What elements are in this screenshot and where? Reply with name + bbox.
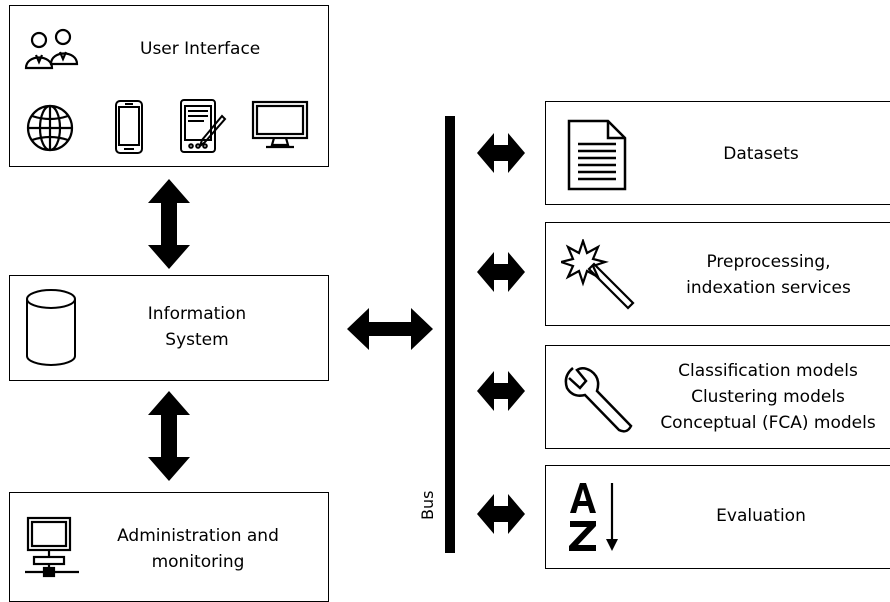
double-arrow-ui-is: [148, 179, 190, 269]
user-interface-box: User Interface: [9, 5, 329, 167]
information-system-line: Information: [147, 304, 247, 324]
double-arrow-bus-preprocessing: [477, 252, 525, 292]
evaluation-label: Evaluation: [696, 503, 826, 529]
magic-wand-icon: [561, 239, 637, 315]
monitor-icon: [250, 99, 310, 151]
preprocessing-line: Preprocessing,: [706, 252, 831, 272]
datasets-label: Datasets: [696, 141, 826, 167]
models-line: Clustering models: [691, 387, 845, 407]
smartphone-icon: [114, 99, 144, 155]
information-system-label: Information System: [122, 301, 272, 353]
bus-label: Bus: [418, 490, 437, 520]
network-computer-icon: [22, 515, 82, 581]
evaluation-line: Evaluation: [716, 506, 806, 526]
preprocessing-line: indexation services: [686, 278, 851, 298]
tablet-pen-icon: [178, 98, 228, 156]
models-line: Classification models: [678, 361, 858, 381]
wrench-icon: [561, 364, 637, 434]
database-cylinder-icon: [24, 288, 78, 368]
models-label: Classification models Clustering models …: [638, 358, 890, 436]
double-arrow-bus-evaluation: [477, 494, 525, 534]
models-box: Classification models Clustering models …: [545, 345, 890, 449]
preprocessing-box: Preprocessing, indexation services: [545, 222, 890, 326]
double-arrow-is-admin: [148, 391, 190, 481]
datasets-line: Datasets: [723, 144, 799, 164]
administration-box: Administration and monitoring: [9, 492, 329, 602]
preprocessing-label: Preprocessing, indexation services: [646, 249, 890, 301]
bus-bar: [445, 116, 455, 553]
globe-icon: [25, 103, 75, 153]
user-interface-label: User Interface: [140, 39, 261, 59]
administration-line: monitoring: [151, 552, 245, 572]
sort-az-icon: [566, 479, 626, 553]
administration-line: Administration and: [117, 526, 279, 546]
administration-label: Administration and monitoring: [98, 523, 298, 575]
models-line: Conceptual (FCA) models: [660, 413, 876, 433]
datasets-box: Datasets: [545, 101, 890, 205]
double-arrow-is-bus: [347, 308, 433, 350]
information-system-line: System: [165, 330, 229, 350]
information-system-box: Information System: [9, 275, 329, 381]
double-arrow-bus-models: [477, 371, 525, 411]
evaluation-box: Evaluation: [545, 465, 890, 569]
users-icon: [22, 28, 80, 72]
document-icon: [566, 118, 628, 192]
double-arrow-bus-datasets: [477, 133, 525, 173]
